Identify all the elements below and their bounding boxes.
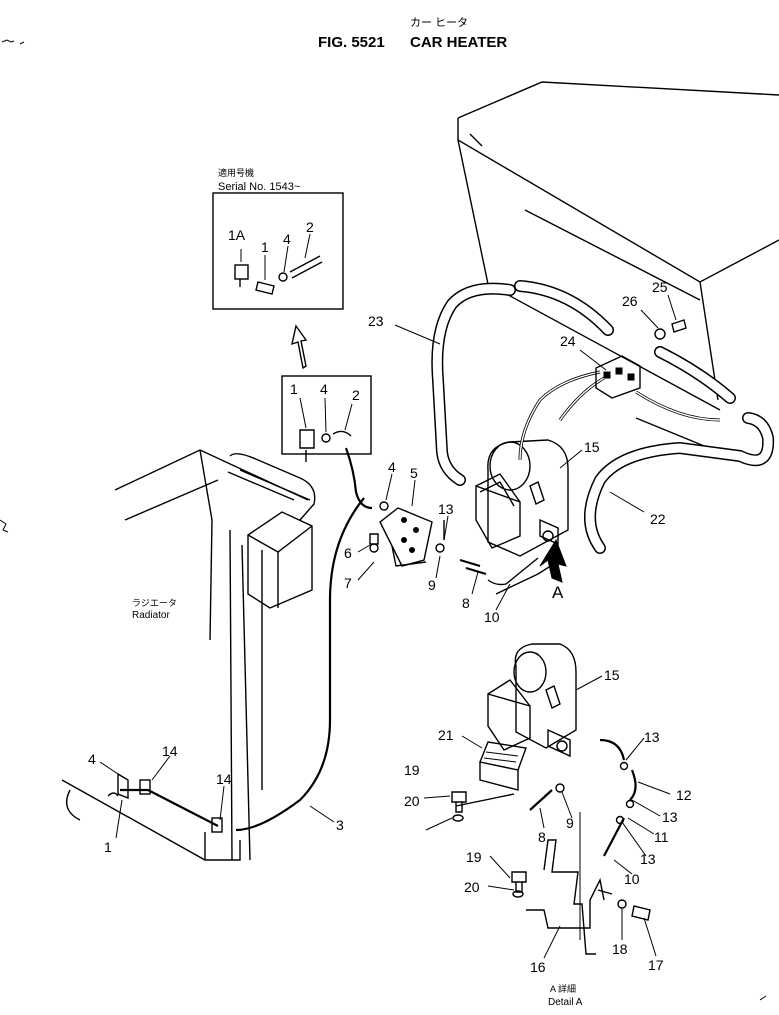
radiator: ラジエータ Radiator <box>61 449 316 861</box>
callout-9-detail: 9 <box>566 815 574 831</box>
callout-1-inset: 1 <box>261 239 269 255</box>
callout-13-detail-2: 13 <box>662 809 678 825</box>
inset-part-2 <box>289 255 323 279</box>
callout-8-main: 8 <box>462 595 470 611</box>
callout-11: 11 <box>654 829 669 845</box>
serial-label: Serial No. 1543~ <box>218 181 300 193</box>
valve-body <box>299 429 315 449</box>
filter-21 <box>479 741 527 771</box>
callout-14-right: 14 <box>216 771 232 787</box>
heater-unit-main <box>459 439 569 595</box>
radiator-jp: ラジエータ <box>132 598 177 608</box>
callout-1-lower: 1 <box>104 839 112 855</box>
callout-23: 23 <box>368 313 384 329</box>
inset-part-1a <box>234 264 249 280</box>
callout-16: 16 <box>530 959 546 975</box>
callout-4-lower: 4 <box>88 751 96 767</box>
figure-title: CAR HEATER <box>410 34 507 51</box>
callout-6: 6 <box>344 545 352 561</box>
callout-13-main: 13 <box>438 501 454 517</box>
callout-5: 5 <box>410 465 418 481</box>
callout-19-upper: 19 <box>404 762 420 778</box>
bracket-5 <box>369 501 445 567</box>
detail-jp: A 詳細 <box>550 983 576 994</box>
view-a-arrow <box>539 538 567 583</box>
figure-title-katakana: カー ヒータ <box>410 16 468 29</box>
callout-4-inset: 4 <box>283 231 291 247</box>
callout-24: 24 <box>560 333 576 349</box>
callout-10-detail: 10 <box>624 871 640 887</box>
switch-24 <box>595 319 687 399</box>
heater-pipe-3 <box>107 447 373 833</box>
callout-26: 26 <box>622 293 638 309</box>
callout-1a: 1A <box>228 227 246 243</box>
callout-21: 21 <box>438 727 454 743</box>
serial-inset: 適用号機 Serial No. 1543~ <box>212 167 344 310</box>
callout-3: 3 <box>336 817 344 833</box>
callout-4-bracket: 4 <box>388 459 396 475</box>
inset-part-1 <box>255 281 275 295</box>
callout-4-valve: 4 <box>320 381 328 397</box>
callout-15-detail: 15 <box>604 667 620 683</box>
callout-10-main: 10 <box>484 609 500 625</box>
reservoir-tank <box>247 511 313 609</box>
figure-number: FIG. 5521 <box>318 34 385 51</box>
hoses <box>431 280 775 554</box>
callout-7: 7 <box>344 575 352 591</box>
leader-lines <box>99 294 677 959</box>
callout-20-lower: 20 <box>464 879 480 895</box>
view-a-label: A <box>552 583 564 602</box>
inset-part-4 <box>278 272 288 282</box>
radiator-en: Radiator <box>132 610 170 621</box>
inset-frame <box>212 192 344 310</box>
scan-specks <box>0 41 767 1001</box>
callout-25: 25 <box>652 279 668 295</box>
callout-15-main: 15 <box>584 439 600 455</box>
valve-detail-box <box>281 375 372 462</box>
callout-20-upper: 20 <box>404 793 420 809</box>
detail-a: A 詳細 Detail A <box>451 643 651 1008</box>
scan-mark <box>1 39 15 43</box>
serial-jp: 適用号機 <box>218 167 254 178</box>
callout-13-detail-1: 13 <box>644 729 660 745</box>
callout-19-lower: 19 <box>466 849 482 865</box>
callout-18: 18 <box>612 941 628 957</box>
callout-2-inset: 2 <box>306 219 314 235</box>
callout-17: 17 <box>648 957 664 973</box>
callouts: 1A 1 4 2 1 4 2 23 26 25 24 15 4 5 13 6 7… <box>88 219 692 975</box>
detail-en: Detail A <box>548 997 583 1008</box>
figure-header: FIG. 5521 CAR HEATER カー ヒータ <box>1 16 507 51</box>
callout-2-valve: 2 <box>352 387 360 403</box>
callout-9-main: 9 <box>428 577 436 593</box>
callout-12: 12 <box>676 787 692 803</box>
cab-outline <box>457 81 779 451</box>
callout-13-detail-3: 13 <box>640 851 656 867</box>
callout-8-detail: 8 <box>538 829 546 845</box>
callout-14-left: 14 <box>162 743 178 759</box>
callout-1-valve: 1 <box>290 381 298 397</box>
valve-frame <box>281 375 372 455</box>
callout-22: 22 <box>650 511 666 527</box>
up-arrow <box>291 324 308 370</box>
